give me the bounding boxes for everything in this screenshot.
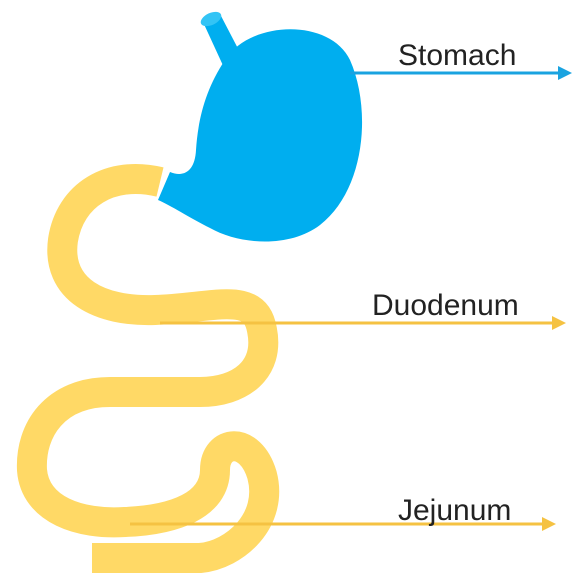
stomach-body <box>158 29 362 241</box>
stomach-organ <box>158 9 362 242</box>
stomach-label: Stomach <box>398 41 516 71</box>
duodenum-label: Duodenum <box>372 291 519 321</box>
jejunum-label: Jejunum <box>398 496 511 526</box>
